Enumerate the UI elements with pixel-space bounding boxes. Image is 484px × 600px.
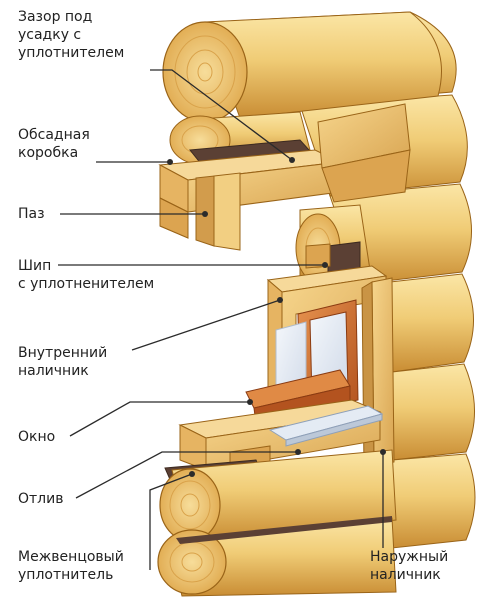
log-r5 <box>391 363 475 461</box>
casing-box-top <box>158 149 342 251</box>
bottom-logs <box>157 449 397 597</box>
inter-crown-seal <box>176 516 392 544</box>
leader-zazor <box>150 69 293 161</box>
label-window: Окно <box>18 429 56 445</box>
label-casing-box: Обсадная коробка <box>18 127 90 161</box>
leader-lines <box>58 69 384 570</box>
leader-mezhv <box>149 473 193 570</box>
label-drip-edge: Отлив <box>18 491 64 507</box>
label-inter-crown-seal: Межвенцовый уплотнитель <box>18 549 124 583</box>
leader-otliv <box>75 451 298 499</box>
log-r6 <box>391 453 476 549</box>
top-log <box>162 11 442 123</box>
bottom-log-end-2 <box>157 529 227 595</box>
outer-trim-top <box>317 103 411 203</box>
label-outer-trim: Наружный наличник <box>370 549 449 583</box>
label-groove: Паз <box>18 206 45 222</box>
label-tenon-seal: Шип с уплотненителем <box>18 258 155 292</box>
log-r4 <box>371 273 474 373</box>
leader-okno <box>69 401 250 437</box>
leader-dots <box>167 157 386 477</box>
label-inner-trim: Внутренний наличник <box>18 345 108 379</box>
label-shrinkage-gap: Зазор под усадку с уплотнителем <box>18 9 125 61</box>
leader-vnutr <box>131 299 281 351</box>
